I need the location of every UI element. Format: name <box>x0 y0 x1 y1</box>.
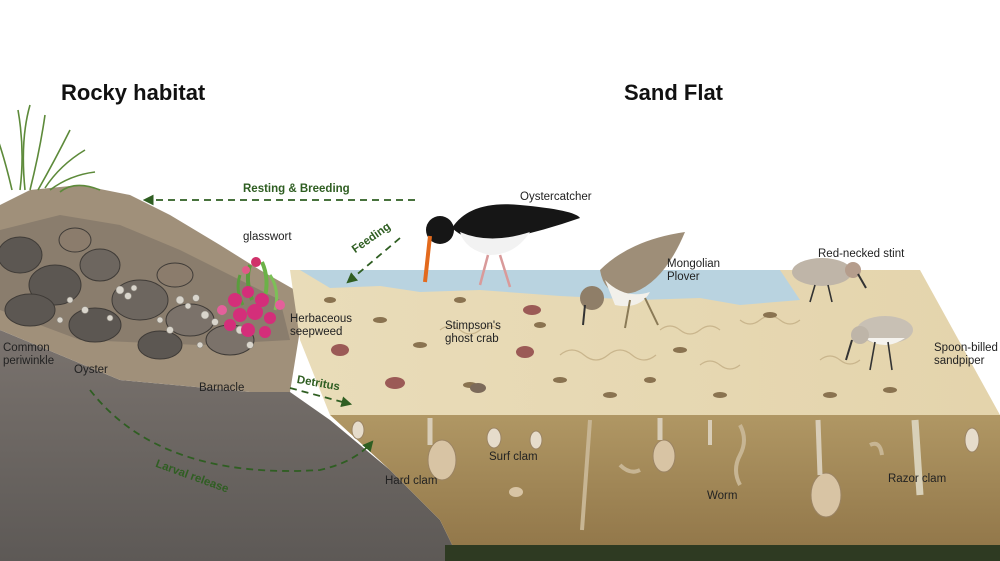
spoon-billed-sandpiper-label-line1: Spoon-billed <box>934 342 998 354</box>
seepweed-plant <box>217 286 285 338</box>
crabs <box>331 305 541 393</box>
herbaceous-seepweed-label-line2: seepweed <box>290 326 343 338</box>
periwinkle-label-line2: periwinkle <box>3 355 55 367</box>
oystercatcher-label: Oystercatcher <box>520 191 592 203</box>
resting-breeding-label: Resting & Breeding <box>243 183 350 195</box>
rocky-habitat-title: Rocky habitat <box>61 80 206 105</box>
oyster-label: Oyster <box>74 364 108 376</box>
mongolian-plover-bird <box>580 232 685 329</box>
red-necked-stint-bird <box>792 258 867 303</box>
ghost-crab-label-line1: Stimpson's <box>445 320 501 332</box>
razor-clam-label: Razor clam <box>888 473 947 485</box>
red-necked-stint-label: Red-necked stint <box>818 248 905 260</box>
spoon-billed-sandpiper-bird <box>845 316 913 371</box>
oystercatcher-bird <box>423 204 580 288</box>
sediment-cross-section <box>330 415 1000 561</box>
periwinkle-label-line1: Common <box>3 342 50 354</box>
sand-flat-title: Sand Flat <box>624 80 724 105</box>
surf-clam-label: Surf clam <box>489 451 538 463</box>
barnacle-label: Barnacle <box>199 382 245 394</box>
larval-arrow <box>89 389 374 472</box>
buried-animals <box>351 418 980 531</box>
mongolian-plover-label-line1: Mongolian <box>667 258 721 270</box>
ghost-crab-label-line2: ghost crab <box>445 333 499 345</box>
mongolian-plover-label-line2: Plover <box>667 271 700 283</box>
grass <box>0 104 101 193</box>
deep-layer <box>445 545 1000 561</box>
detritus-arrow <box>289 387 353 407</box>
rocks <box>0 227 255 360</box>
spoon-billed-sandpiper-label-line2: sandpiper <box>934 355 985 367</box>
cliff-cross-section <box>0 330 460 561</box>
glasswort-label: glasswort <box>243 231 292 243</box>
herbaceous-seepweed-label-line1: Herbaceous <box>290 313 353 325</box>
hard-clam-label: Hard clam <box>385 475 438 487</box>
flow-arrows <box>89 194 415 472</box>
burrow-holes <box>324 297 897 398</box>
worm-label: Worm <box>707 490 738 502</box>
sand-flat-surface <box>290 270 1000 415</box>
shells <box>56 284 254 349</box>
